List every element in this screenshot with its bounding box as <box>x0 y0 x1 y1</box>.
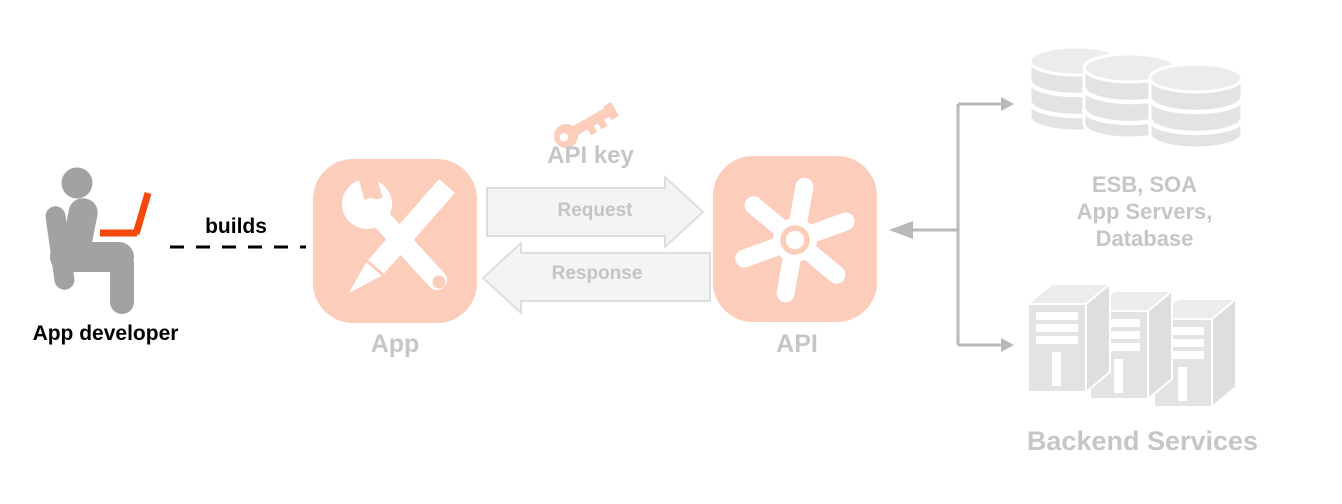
arrowhead-to-servers <box>1001 338 1014 352</box>
backend-connector-lines <box>889 97 1014 352</box>
wrench-pencil-icon <box>342 150 455 293</box>
server-towers-icon <box>1027 283 1237 408</box>
request-response-arrows <box>481 174 711 316</box>
developer-label: App developer <box>32 322 179 345</box>
middleware-line-2: App Servers, <box>1076 199 1213 224</box>
api-label: API <box>776 330 818 358</box>
arrowhead-to-databases <box>1001 97 1014 111</box>
request-label: Request <box>557 200 633 221</box>
request-arrow <box>486 174 705 250</box>
builds-dashed-line <box>170 245 306 249</box>
middleware-line-3: Database <box>1095 226 1194 251</box>
app-label: App <box>370 330 420 358</box>
seated-developer-laptop-icon <box>45 167 152 314</box>
backend-services-label: Backend Services <box>1026 426 1259 456</box>
response-label: Response <box>551 263 643 284</box>
middleware-line-1: ESB, SOA <box>1091 172 1198 197</box>
arrowhead-to-api <box>889 221 913 239</box>
api-tile <box>713 156 877 322</box>
key-icon <box>554 101 619 148</box>
app-tile <box>313 150 477 323</box>
database-stack-icon <box>1027 45 1245 150</box>
middleware-label: ESB, SOA App Servers, Database <box>1042 171 1247 252</box>
turbine-gear-icon <box>735 177 855 303</box>
builds-label: builds <box>205 215 267 238</box>
response-arrow <box>481 240 711 316</box>
api-key-label: API key <box>547 142 634 169</box>
